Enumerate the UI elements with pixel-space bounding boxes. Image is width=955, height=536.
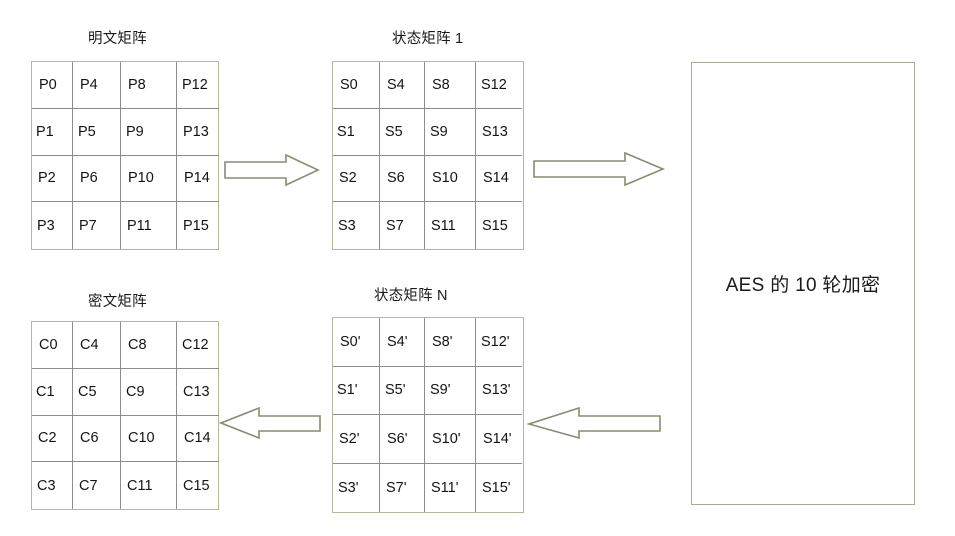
matrix-cell: S11 [425, 202, 476, 249]
matrix-cell: P2 [32, 155, 73, 203]
matrix-cell: P0 [32, 62, 73, 109]
arrow-plaintext-to-state1 [224, 152, 320, 188]
matrix-cell: S5' [380, 366, 425, 415]
state-matrix-1-title: 状态矩阵 1 [392, 31, 464, 47]
matrix-cell: C9 [121, 368, 177, 416]
matrix-cell: P9 [121, 108, 177, 156]
arrow-state1-to-aes [533, 150, 665, 188]
matrix-cell: S13' [476, 367, 522, 415]
matrix-cell: C7 [73, 462, 121, 509]
state-matrix-n: S0' S4' S8' S12' S1' S5' S9' S13' S2' S6… [332, 317, 524, 513]
matrix-cell: S4' [380, 318, 425, 367]
aes-process-box: AES 的 10 轮加密 [691, 62, 915, 505]
matrix-cell: S11' [425, 463, 476, 512]
matrix-cell: S5 [380, 108, 425, 156]
matrix-cell: C0 [32, 322, 73, 369]
matrix-cell: P1 [32, 108, 73, 156]
matrix-cell: S3 [333, 202, 380, 249]
matrix-cell: P13 [177, 109, 219, 156]
matrix-cell: P3 [32, 202, 73, 249]
matrix-cell: C15 [183, 477, 210, 494]
arrow-staten-to-ciphertext [219, 405, 321, 441]
matrix-cell: S9 [425, 108, 476, 156]
matrix-cell: S8' [425, 318, 476, 367]
matrix-cell: C2 [32, 415, 73, 463]
matrix-cell: C10 [121, 415, 177, 463]
matrix-cell: C5 [73, 368, 121, 416]
arrow-aes-to-staten [527, 405, 661, 441]
matrix-cell: P14 [177, 156, 219, 203]
matrix-cell: S2' [333, 415, 380, 464]
matrix-cell: P8 [121, 62, 177, 109]
matrix-cell: S14' [476, 415, 522, 464]
matrix-cell: C1 [32, 368, 73, 416]
matrix-cell: P12 [177, 62, 219, 109]
matrix-cell: C11 [121, 462, 177, 509]
matrix-cell: C6 [73, 415, 121, 463]
matrix-cell: C3 [32, 462, 73, 509]
matrix-cell: S4 [380, 62, 425, 109]
matrix-cell: C8 [121, 322, 177, 369]
plaintext-matrix-title: 明文矩阵 [88, 31, 147, 47]
matrix-cell: S15' [482, 479, 511, 496]
ciphertext-matrix-title: 密文矩阵 [88, 294, 147, 310]
matrix-cell: S12 [476, 62, 522, 109]
matrix-cell: C13 [177, 369, 219, 416]
matrix-cell: S2 [333, 155, 380, 203]
matrix-cell: S1 [333, 108, 380, 156]
matrix-cell: P6 [73, 155, 121, 203]
matrix-cell: S8 [425, 62, 476, 109]
matrix-cell: P4 [73, 62, 121, 109]
matrix-cell: S7' [380, 463, 425, 512]
matrix-cell: P7 [73, 202, 121, 249]
matrix-cell: C14 [177, 416, 219, 463]
matrix-cell: S9' [425, 366, 476, 415]
matrix-cell: P5 [73, 108, 121, 156]
ciphertext-matrix: C0 C4 C8 C12 C1 C5 C9 C13 C2 C6 C10 C14 … [31, 321, 219, 510]
matrix-cell: S15 [482, 217, 508, 234]
state-matrix-1: S0 S4 S8 S12 S1 S5 S9 S13 S2 S6 S10 S14 … [332, 61, 524, 250]
matrix-cell: S14 [476, 156, 522, 203]
matrix-cell: S1' [333, 366, 380, 415]
matrix-cell: S0 [333, 62, 380, 109]
matrix-cell: S3' [333, 463, 380, 512]
matrix-cell: S0' [333, 318, 380, 367]
matrix-cell: P11 [121, 202, 177, 249]
aes-process-label: AES 的 10 轮加密 [725, 275, 881, 296]
matrix-cell: S13 [476, 109, 522, 156]
matrix-cell: S7 [380, 202, 425, 249]
matrix-cell: S10 [425, 155, 476, 203]
matrix-cell: C4 [73, 322, 121, 369]
state-matrix-n-title: 状态矩阵 N [374, 288, 448, 304]
matrix-cell: C12 [177, 322, 219, 369]
plaintext-matrix: P0 P4 P8 P12 P1 P5 P9 P13 P2 P6 P10 P14 … [31, 61, 219, 250]
matrix-cell: P10 [121, 155, 177, 203]
matrix-cell: P15 [183, 217, 209, 234]
matrix-cell: S10' [425, 415, 476, 464]
matrix-cell: S12' [476, 318, 522, 367]
matrix-cell: S6' [380, 415, 425, 464]
matrix-cell: S6 [380, 155, 425, 203]
